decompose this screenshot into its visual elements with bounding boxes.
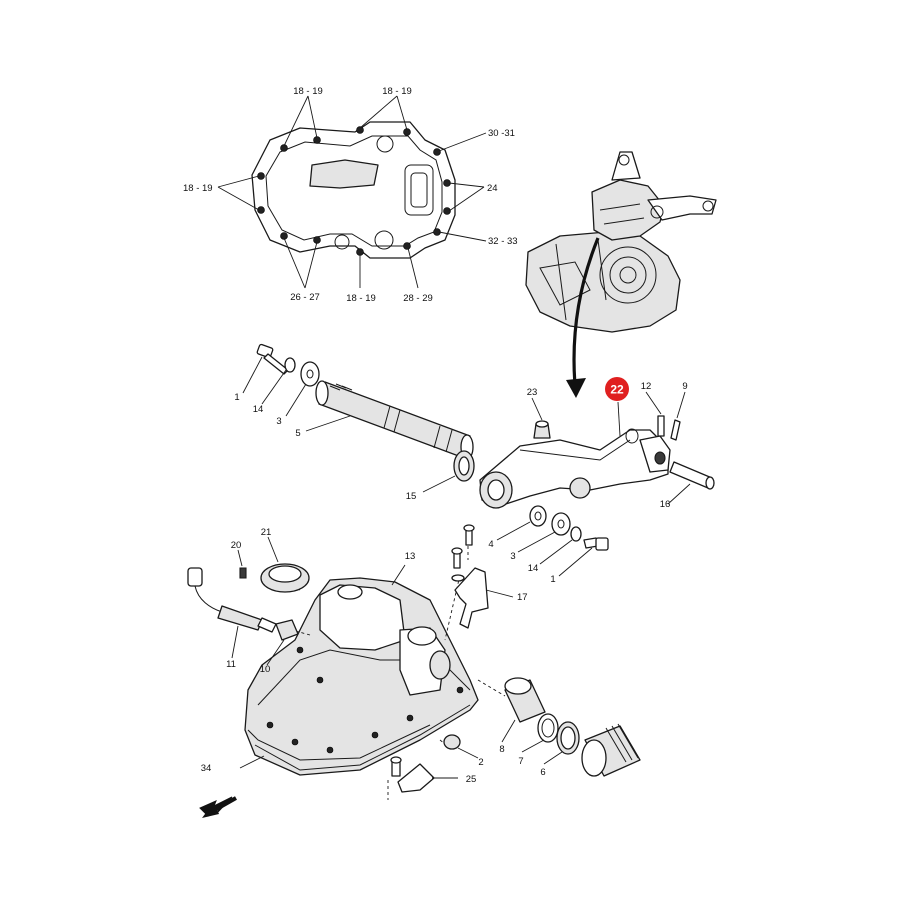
callout-badge-22[interactable]: 22	[605, 377, 629, 401]
shaft-assembly	[242, 343, 475, 493]
cover-bolt-holes	[257, 126, 451, 256]
label-15: 15	[406, 491, 417, 502]
label-18-19-top-right: 18 - 19	[382, 86, 412, 97]
clip-9	[670, 419, 681, 441]
washer-3-right	[551, 512, 571, 536]
sensor-leader-lines	[231, 536, 285, 666]
label-18-19-top-left: 18 - 19	[293, 86, 323, 97]
lift-arm-22	[479, 391, 715, 509]
label-1-right: 1	[550, 574, 555, 585]
label-10: 10	[260, 664, 271, 675]
label-18-19-bottom: 18 - 19	[346, 293, 376, 304]
washer-4	[529, 505, 547, 527]
label-25: 25	[466, 774, 477, 785]
label-23: 23	[527, 387, 538, 398]
label-34: 34	[201, 763, 212, 774]
label-8: 8	[499, 744, 504, 755]
washer-3-left	[300, 361, 320, 387]
label-14-right: 14	[528, 563, 539, 574]
label-32-33: 32 - 33	[488, 236, 518, 247]
label-20: 20	[231, 540, 242, 551]
shaft-leader-lines	[242, 356, 456, 493]
tractor-location-inset	[525, 151, 717, 398]
sensor-assembly	[187, 536, 310, 666]
bushing-8	[504, 677, 546, 723]
callout-badge-label: 22	[610, 383, 624, 397]
label-9: 9	[682, 381, 687, 392]
label-3-left: 3	[276, 416, 281, 427]
plug-10	[275, 619, 299, 641]
grease-fitting-23	[533, 420, 551, 439]
label-11: 11	[226, 659, 236, 670]
label-3-right: 3	[510, 551, 515, 562]
housing-bolt-holes	[266, 646, 464, 754]
part-labels: 18 - 19 18 - 19 30 -31 18 - 19 24 32 - 3…	[183, 86, 688, 785]
o-ring-7	[537, 713, 559, 743]
right-fastener-leaders	[496, 521, 593, 577]
splined-coupling	[581, 723, 641, 777]
label-1-left: 1	[234, 392, 239, 403]
arm-leader-lines	[531, 391, 691, 505]
housing-13	[239, 564, 479, 776]
label-17: 17	[517, 592, 528, 603]
label-26-27: 26 - 27	[290, 292, 320, 303]
label-5: 5	[295, 428, 300, 439]
label-14-left: 14	[253, 404, 264, 415]
right-side-fasteners	[496, 505, 609, 577]
bushings-group	[443, 677, 641, 777]
label-18-19-left: 18 - 19	[183, 183, 213, 194]
cover-21	[260, 563, 310, 593]
bushing-leader-lines	[457, 719, 563, 765]
clip-25	[390, 756, 458, 793]
label-7: 7	[518, 756, 523, 767]
washer-14-right	[570, 526, 582, 542]
label-16: 16	[660, 499, 671, 510]
label-12: 12	[641, 381, 652, 392]
label-30-31: 30 -31	[488, 128, 515, 139]
pin-16	[669, 461, 715, 490]
bush-2	[443, 734, 461, 750]
washer-14-left	[284, 357, 296, 373]
label-4: 4	[488, 539, 493, 550]
bolt-1-right	[583, 537, 609, 551]
bracket-17	[451, 524, 514, 629]
cover-leader-lines	[217, 95, 487, 289]
cover-plate-top-view	[217, 95, 487, 289]
location-arrowhead	[566, 378, 586, 398]
label-21: 21	[261, 527, 272, 538]
label-28-29: 28 - 29	[403, 293, 433, 304]
label-24: 24	[487, 183, 498, 194]
sensor-11	[187, 567, 277, 633]
screw-20	[239, 567, 247, 579]
bolt-1-left	[256, 343, 289, 375]
location-arrow	[572, 237, 600, 386]
label-2: 2	[478, 757, 483, 768]
label-6: 6	[540, 767, 545, 778]
pin-12	[657, 415, 665, 437]
label-13: 13	[405, 551, 416, 562]
